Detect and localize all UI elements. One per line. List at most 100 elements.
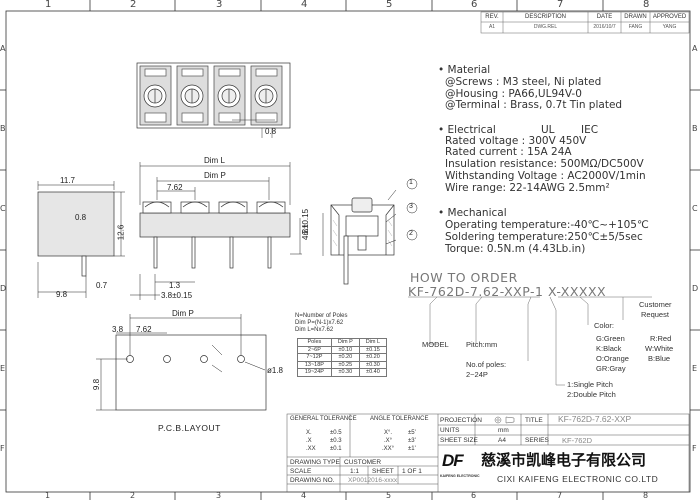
rev-cell-description: DWG.REL (533, 24, 558, 30)
tb-tol-dxx: .XX (306, 446, 316, 452)
poles-table-header: Poles Dim P Dim L (297, 338, 388, 347)
tb-sheet-value: 1 OF 1 (402, 468, 422, 475)
company-logo-text: DF (442, 451, 464, 470)
electrical-line-3: Insulation resistance: 500MΩ/DC500V (445, 158, 644, 170)
pcb-hole-diameter: ø1.8 (267, 366, 284, 375)
order-color-black: K:Black (596, 344, 622, 353)
dim-0-8-top: 0.8 (265, 127, 277, 136)
tb-units: UNITS (440, 427, 460, 434)
tb-tol-dx-val: ±0.3 (330, 438, 342, 444)
tb-scale-label: SCALE (290, 468, 312, 475)
poles-header-dim-l: Dim L (358, 338, 388, 347)
order-pitch: Pitch:mm (466, 340, 498, 349)
table-row: 2~6P ±0.10 ±0.15 (297, 345, 388, 354)
tb-ang-x-val: ±5' (408, 430, 416, 436)
rev-header-approved: APPROVED (652, 14, 687, 20)
order-color-blue: B:Blue (648, 354, 671, 363)
order-double-pitch: 2:Double Pitch (567, 390, 616, 399)
tb-drawing-type: DRAWING TYPE (290, 459, 340, 466)
electrical-line-2: Rated current : 15A 24A (445, 146, 572, 158)
poles-note-2: Dim P=(N-1)x7.62 (295, 320, 344, 326)
dim-0-7: 0.7 (96, 281, 108, 290)
tb-series-label: SERIES (525, 437, 549, 444)
zone-top-1: 1 (45, 0, 52, 10)
tb-sheet-size: SHEET SIZE (440, 437, 478, 444)
rev-cell-date: 2016/10/7 (593, 24, 616, 30)
material-line-1: @Screws : M3 steel, Ni plated (445, 76, 602, 88)
zone-bottom-3: 3 (216, 491, 222, 500)
zone-bottom-5: 5 (386, 491, 392, 500)
poles-cell: ±0.40 (358, 368, 388, 377)
order-color-white: W:White (645, 344, 674, 353)
electrical-title: • Electrical (438, 124, 496, 136)
zone-bottom-8: 8 (643, 491, 649, 500)
tb-drawing-no-value: XP0012016-xxxx (348, 477, 398, 484)
poles-cell: ±0.20 (358, 353, 388, 362)
dim-4-8: 4.8±0.15 (301, 208, 311, 241)
zone-side-d: D (0, 284, 7, 293)
rev-cell-rev: A1 (488, 24, 496, 30)
poles-note-1: N=Number of Poles (295, 313, 348, 319)
electrical-col-iec: IEC (581, 124, 599, 136)
tb-title-value: KF-762D-7.62-XXP (558, 414, 632, 424)
company-logo-sub: KAIFENG ELECTRONIC (440, 474, 480, 478)
zone-side-c-right: C (692, 204, 698, 213)
zone-top-2: 2 (130, 0, 137, 10)
mechanical-line-3: Torque: 0.5N.m (4.43Lb.in) (445, 243, 586, 255)
tb-customer-label: CUSTOMER (344, 459, 382, 466)
dim-1-3: 1.3 (169, 281, 181, 290)
tb-angle-tolerance: ANGLE TOLERANCE (370, 416, 429, 422)
zone-side-d-right: D (692, 284, 699, 293)
dim-12-6: 12.6 (116, 224, 126, 241)
rev-header-drawn: DRAWN (624, 14, 647, 20)
zone-bottom-1: 1 (45, 491, 51, 500)
order-heading: HOW TO ORDER (410, 270, 518, 285)
mechanical-line-1: Operating temperature:-40℃~+105℃ (445, 219, 649, 231)
mechanical-title: • Mechanical (438, 207, 507, 219)
poles-cell: ±0.10 (330, 345, 360, 354)
callout-3: 3 (409, 203, 413, 210)
order-single-pitch: 1:Single Pitch (567, 380, 613, 389)
tb-drawing-no-label: DRAWING NO. (290, 477, 335, 484)
poles-header-poles: Poles (297, 338, 332, 347)
poles-cell: ±0.30 (358, 360, 388, 369)
tb-tol-dxx-val: ±0.1 (330, 446, 342, 452)
electrical-col-ul: UL (541, 124, 555, 136)
zone-side-b: B (0, 124, 6, 133)
pcb-dim-9-8: 9.8 (92, 378, 102, 391)
dim-3-8: 3.8±0.15 (161, 291, 193, 300)
order-color-gray: GR:Gray (596, 364, 626, 373)
poles-cell: ±0.20 (330, 353, 360, 362)
pcb-layout-label: P.C.B.LAYOUT (158, 423, 221, 433)
zone-bottom-4: 4 (301, 491, 307, 500)
order-customer-2: Request (641, 310, 669, 319)
order-customer-1: Customer (639, 300, 672, 309)
tb-tol-x: X. (306, 430, 312, 436)
tb-ang-dx-val: ±3' (408, 438, 416, 444)
poles-cell: 7~12P (297, 353, 332, 362)
order-code: KF-762D-7.62-XXP-1 X-XXXXX (408, 284, 607, 299)
order-poles-2: 2~24P (466, 370, 488, 379)
material-title: • Material (438, 64, 491, 76)
order-model: MODEL (422, 340, 449, 349)
rev-header-description: DESCRIPTION (524, 14, 566, 20)
dim-p: Dim P (204, 171, 226, 180)
zone-top-7: 7 (557, 0, 564, 10)
poles-cell: 2~6P (297, 345, 332, 354)
callout-2: 2 (409, 230, 413, 237)
company-name-cn: 慈溪市凯峰电子有限公司 (481, 451, 647, 469)
material-line-3: @Terminal : Brass, 0.7t Tin plated (445, 99, 623, 111)
poles-cell: 13~18P (297, 360, 332, 369)
table-row: 7~12P ±0.20 ±0.20 (297, 353, 388, 362)
table-row: 13~18P ±0.25 ±0.30 (297, 360, 388, 369)
zone-side-a: A (0, 44, 6, 53)
mechanical-line-2: Soldering temperature:250℃±5/5sec (445, 231, 643, 243)
callout-1: 1 (409, 179, 413, 186)
table-row: 19~24P ±0.30 ±0.40 (297, 368, 388, 377)
poles-note-3: Dim L=Nx7.62 (295, 327, 334, 333)
electrical-line-1: Rated voltage : 300V 450V (445, 135, 587, 147)
tb-projection: PROJECTION (440, 417, 482, 424)
zone-bottom-2: 2 (130, 491, 136, 500)
tb-ang-dxx-val: ±1' (408, 446, 416, 452)
